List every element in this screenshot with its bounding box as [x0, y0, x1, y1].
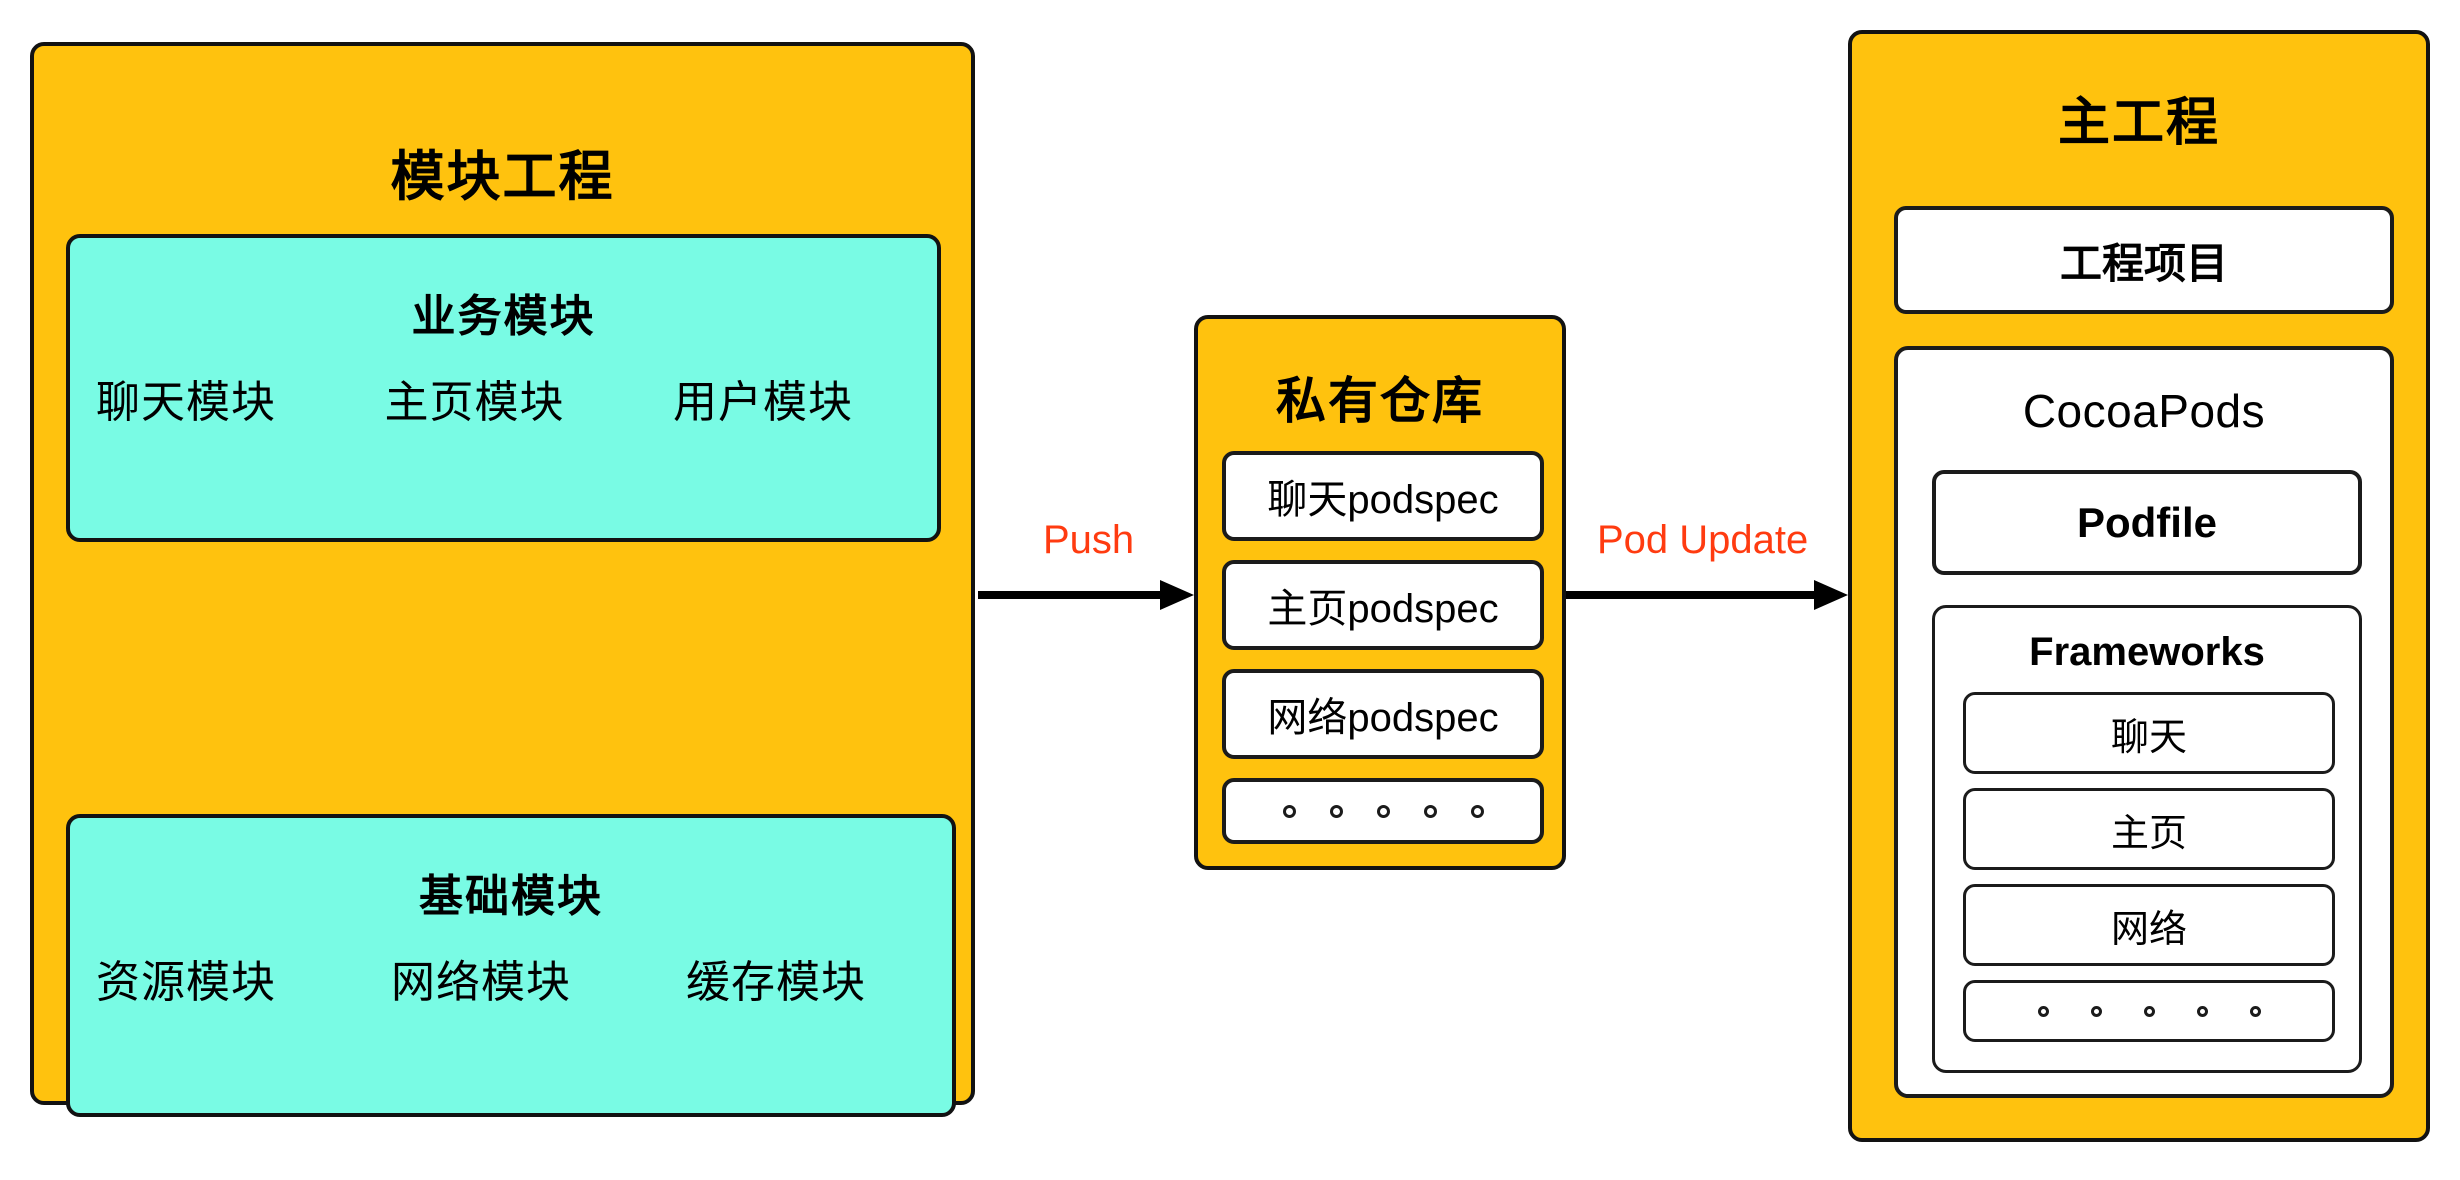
foundation-module-row: 资源模块 网络模块 缓存模块 [70, 946, 952, 1096]
module-chip-user[interactable]: 用户模块 [673, 366, 911, 514]
framework-chip-home[interactable]: 主页 [1963, 788, 2335, 870]
framework-chip-chat[interactable]: 聊天 [1963, 692, 2335, 774]
business-module-group: 业务模块 聊天模块 主页模块 用户模块 [66, 234, 941, 542]
ellipsis-dots-icon [1282, 804, 1484, 818]
module-chip-label: 主页模块 [384, 378, 565, 427]
arrow-head-icon [1814, 580, 1848, 610]
cocoapods-box: CocoaPods Podfile Frameworks 聊天 主页 网络 [1894, 346, 2394, 1098]
private-repo-panel: 私有仓库 聊天podspec 主页podspec 网络podspec [1194, 315, 1566, 870]
frameworks-title: Frameworks [2029, 630, 2265, 674]
module-chip-label: 用户模块 [673, 378, 853, 427]
arrow-pod-update [1566, 575, 1848, 615]
arrow-label-push: Push [1043, 518, 1135, 562]
module-chip-cache[interactable]: 缓存模块 [686, 946, 926, 1094]
module-project-panel: 模块工程 业务模块 聊天模块 主页模块 用户模块 基础模块 资源模块 [30, 42, 975, 1117]
private-repo-title: 私有仓库 [1276, 373, 1484, 429]
podfile-label: Podfile [2076, 498, 2217, 546]
framework-chip-more[interactable] [1963, 980, 2335, 1042]
arrow-head-icon [1160, 580, 1194, 610]
framework-chip-label: 聊天 [2110, 716, 2187, 759]
framework-chip-label: 主页 [2110, 812, 2187, 855]
podspec-chip-label: 主页podspec [1267, 587, 1499, 631]
module-chip-chat[interactable]: 聊天模块 [96, 366, 334, 514]
cocoapods-title: CocoaPods [2022, 385, 2266, 437]
module-chip-label: 缓存模块 [686, 958, 866, 1007]
project-item-chip[interactable]: 工程项目 [1894, 206, 2394, 314]
foundation-module-group: 基础模块 资源模块 网络模块 缓存模块 [66, 814, 956, 1117]
frameworks-box: Frameworks 聊天 主页 网络 [1932, 605, 2362, 1073]
module-chip-home[interactable]: 主页模块 [385, 366, 623, 514]
podspec-chip-chat[interactable]: 聊天podspec [1222, 451, 1544, 541]
podspec-chip-more[interactable] [1222, 778, 1544, 844]
podspec-chip-label: 聊天podspec [1267, 478, 1499, 522]
main-project-title: 主工程 [2057, 94, 2220, 152]
arrow-push [978, 575, 1194, 615]
arrow-shaft [978, 591, 1168, 599]
module-project-title: 模块工程 [390, 147, 615, 207]
podspec-chip-network[interactable]: 网络podspec [1222, 669, 1544, 759]
podfile-chip[interactable]: Podfile [1932, 470, 2362, 575]
project-item-label: 工程项目 [2059, 239, 2228, 287]
arrow-shaft [1566, 591, 1820, 599]
module-chip-resource[interactable]: 资源模块 [96, 946, 336, 1094]
module-chip-label: 网络模块 [391, 958, 571, 1007]
podspec-chip-label: 网络podspec [1267, 696, 1499, 740]
module-chip-network[interactable]: 网络模块 [391, 946, 631, 1094]
arrow-label-pod-update: Pod Update [1597, 518, 1809, 562]
module-chip-label: 资源模块 [96, 958, 276, 1007]
ellipsis-dots-icon [2037, 1005, 2261, 1017]
framework-chip-network[interactable]: 网络 [1963, 884, 2335, 966]
module-chip-label: 聊天模块 [96, 378, 276, 427]
podspec-chip-home[interactable]: 主页podspec [1222, 560, 1544, 650]
foundation-module-group-title: 基础模块 [419, 872, 603, 921]
business-module-row: 聊天模块 主页模块 用户模块 [70, 366, 937, 516]
business-module-group-title: 业务模块 [411, 292, 596, 341]
main-project-panel: 主工程 工程项目 CocoaPods Podfile Frameworks 聊天… [1848, 30, 2430, 1142]
framework-chip-label: 网络 [2110, 908, 2187, 951]
